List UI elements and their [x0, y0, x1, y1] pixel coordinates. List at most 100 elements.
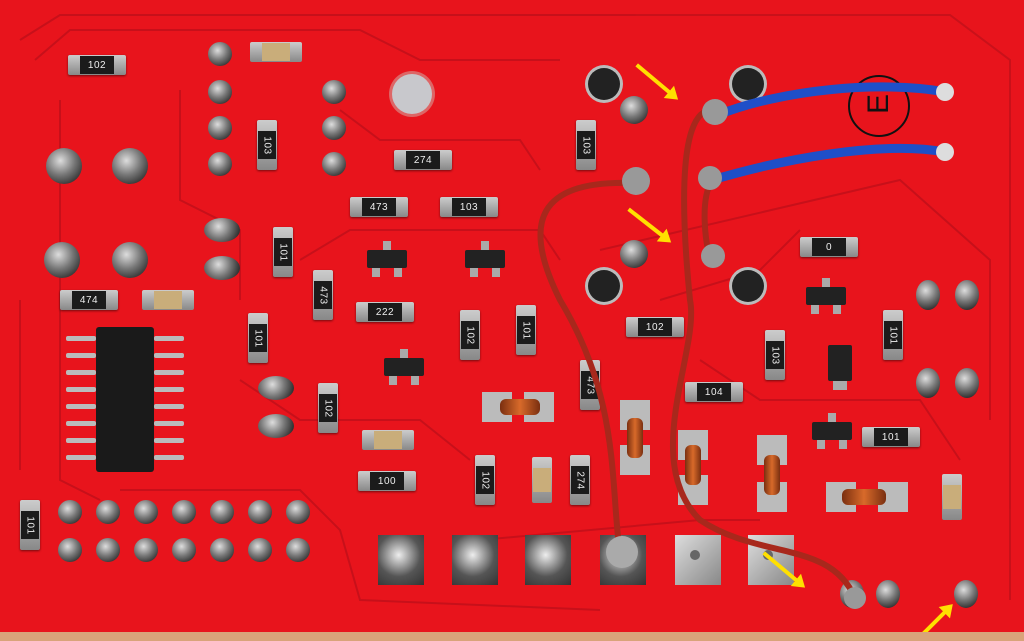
- ic-pin: [66, 336, 96, 341]
- header-pin-pad: [286, 538, 310, 562]
- header-pin-pad: [58, 500, 82, 524]
- resistor: 101: [20, 500, 40, 550]
- capacitor: [142, 290, 194, 310]
- solder-pad: [876, 580, 900, 608]
- header-pin-pad: [134, 500, 158, 524]
- ic-pin: [66, 421, 96, 426]
- ic-pin: [66, 404, 96, 409]
- glass-diode: [500, 399, 540, 415]
- ic-pin: [154, 455, 184, 460]
- header-pin-pad: [134, 538, 158, 562]
- board-marking-circle: E: [848, 75, 910, 137]
- sot23-transistor: [384, 349, 424, 385]
- header-pin-pad: [96, 538, 120, 562]
- glass-diode: [842, 489, 886, 505]
- resistor: 103: [576, 120, 596, 170]
- red-wire: [537, 179, 633, 556]
- resistor: 222: [356, 302, 414, 322]
- capacitor: [250, 42, 302, 62]
- solder-pad: [204, 256, 240, 280]
- resistor: 102: [626, 317, 684, 337]
- header-pin-pad: [210, 538, 234, 562]
- solder-pad: [204, 218, 240, 242]
- sot23-transistor: [465, 241, 505, 277]
- header-pin-pad: [172, 500, 196, 524]
- solder-pad: [620, 96, 648, 124]
- ic-pin: [154, 336, 184, 341]
- terminal-pad: [378, 535, 424, 585]
- resistor-code: 103: [459, 201, 479, 213]
- sot23-transistor: [812, 413, 852, 449]
- solder-pad: [46, 148, 82, 184]
- resistor: 102: [68, 55, 126, 75]
- solder-joint: [936, 143, 954, 161]
- terminal-pad: [675, 535, 721, 585]
- ic-pin: [66, 370, 96, 375]
- resistor-code: 0: [825, 241, 833, 253]
- ic-pin: [66, 455, 96, 460]
- soic16-chip: [96, 327, 154, 472]
- header-pin-pad: [58, 538, 82, 562]
- solder-joint: [606, 536, 638, 568]
- mounting-hole: [392, 74, 432, 114]
- ic-pin: [154, 370, 184, 375]
- resistor: 0: [800, 237, 858, 257]
- resistor: 101: [883, 310, 903, 360]
- header-pin-pad: [286, 500, 310, 524]
- resistor: 101: [862, 427, 920, 447]
- ic-pin: [154, 353, 184, 358]
- solder-pad: [44, 242, 80, 278]
- capacitor: [942, 474, 962, 520]
- resistor-code: 104: [704, 386, 724, 398]
- glass-diode: [627, 418, 643, 458]
- capacitor: [532, 457, 552, 503]
- solder-pad: [112, 242, 148, 278]
- resistor-code: 102: [645, 321, 665, 333]
- ic-pin: [154, 421, 184, 426]
- solder-joint: [622, 167, 650, 195]
- header-pin-pad: [248, 500, 272, 524]
- through-hole: [588, 68, 620, 100]
- resistor: 274: [394, 150, 452, 170]
- solder-pad: [208, 116, 232, 140]
- resistor-code: 274: [413, 154, 433, 166]
- solder-pad: [916, 368, 940, 398]
- header-pin-pad: [210, 500, 234, 524]
- ic-pin: [154, 404, 184, 409]
- solder-pad: [916, 280, 940, 310]
- resistor-code: 101: [881, 431, 901, 443]
- resistor: 473: [313, 270, 333, 320]
- resistor: 100: [358, 471, 416, 491]
- solder-joint: [701, 244, 725, 268]
- resistor: 102: [460, 310, 480, 360]
- through-hole: [732, 68, 764, 100]
- solder-pad: [208, 80, 232, 104]
- solder-pad: [208, 42, 232, 66]
- ic-pin: [66, 353, 96, 358]
- resistor: 103: [440, 197, 498, 217]
- solder-pad: [620, 240, 648, 268]
- through-hole: [588, 270, 620, 302]
- header-pin-pad: [96, 500, 120, 524]
- resistor: 101: [516, 305, 536, 355]
- solder-pad: [322, 116, 346, 140]
- sot23-transistor: [367, 241, 407, 277]
- resistor: 102: [475, 455, 495, 505]
- terminal-pad: [452, 535, 498, 585]
- red-wire: [669, 107, 858, 600]
- blue-wire: [707, 143, 950, 185]
- resistor-code: 473: [369, 201, 389, 213]
- solder-pad: [258, 376, 294, 400]
- resistor: 104: [685, 382, 743, 402]
- terminal-pad: [525, 535, 571, 585]
- ic-pin: [154, 438, 184, 443]
- solder-pad: [112, 148, 148, 184]
- solder-pad: [258, 414, 294, 438]
- glass-diode: [764, 455, 780, 495]
- resistor: 101: [273, 227, 293, 277]
- header-pin-pad: [172, 538, 196, 562]
- resistor: 102: [318, 383, 338, 433]
- blue-wire: [713, 82, 950, 120]
- capacitor: [362, 430, 414, 450]
